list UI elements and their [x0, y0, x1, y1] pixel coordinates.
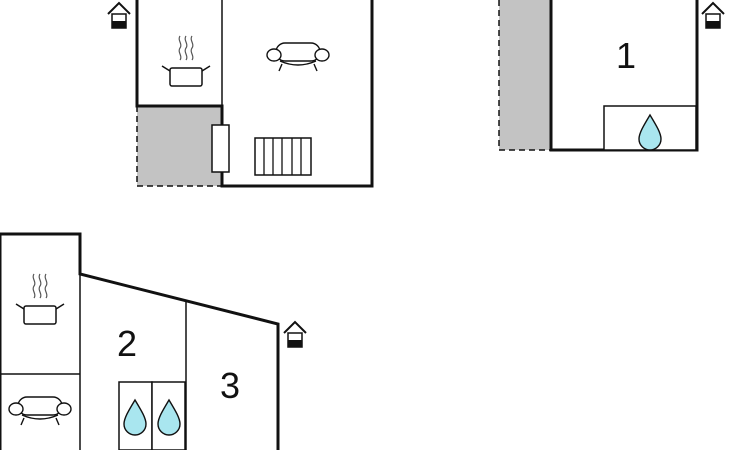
- stove-icon: [161, 35, 211, 87]
- room-number-1: 1: [616, 35, 636, 76]
- terrace-right-dashed-edge: [498, 0, 551, 151]
- building-bottom: 2 3: [0, 232, 307, 450]
- stove-icon: [15, 273, 65, 325]
- door-panel: [211, 124, 230, 173]
- radiator-icon: [254, 137, 312, 176]
- building-top-left: [107, 0, 374, 188]
- entrance-icon: [283, 321, 307, 348]
- terrace-right: [499, 0, 551, 150]
- room-number-3: 3: [220, 365, 240, 406]
- room-number-2: 2: [117, 323, 137, 364]
- sofa-icon: [8, 396, 72, 426]
- terrace-left-dashed-edge: [136, 106, 222, 187]
- terrace-left: [137, 106, 222, 186]
- sofa-icon: [266, 42, 330, 72]
- building-top-right: 1: [498, 0, 725, 152]
- entrance-icon: [107, 2, 131, 29]
- entrance-icon: [701, 2, 725, 29]
